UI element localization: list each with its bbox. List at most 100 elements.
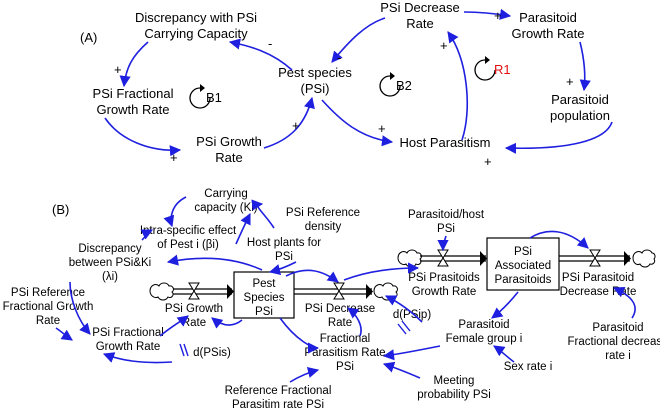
arrow-sexrate-to-female [493, 345, 515, 363]
arrow-fractional-to-growth [104, 117, 182, 157]
loop-b2-label: B2 [396, 78, 412, 93]
polarity-minus: - [268, 36, 272, 51]
arrow-growth-to-population [579, 41, 591, 92]
meeting-label-2: probability PSi [417, 389, 491, 401]
arrow-parasitoidhost-to-growth [437, 235, 449, 252]
arrow-growth-to-pest [263, 96, 315, 149]
polarity-plus: + [378, 121, 386, 136]
polarity-plus: + [440, 38, 448, 53]
parasitoid-growth-label-1: Parasitoid [519, 10, 577, 25]
decrease-b-label-1: PSi Decrease [305, 303, 375, 315]
reference-density-label-1: PSi Reference [286, 207, 360, 219]
arrow-carrying-to-intra [163, 196, 187, 228]
polarity-plus: + [494, 8, 502, 23]
growth-b-label-1: PSi Growth [165, 303, 223, 315]
fractional-decrease-label-1: Parasitoid [592, 322, 643, 334]
parasitoid-pop-label-1: Parasitoid [551, 92, 609, 107]
arrow-associated-to-female [491, 291, 519, 319]
arrow-female-to-parasitism-rate [382, 345, 441, 361]
arrow-intra-to-discrepancy [140, 229, 154, 241]
arrow-refparasitism-to-parasitism-rate [289, 367, 320, 383]
associated-label-1: PSi [514, 246, 532, 258]
pest-stock-label-2: Species [244, 292, 285, 304]
polarity-plus: + [484, 154, 492, 169]
meeting-label-1: Meeting [434, 375, 475, 387]
prasitoids-growth-label-2: Growth Rate [412, 286, 477, 298]
intra-label-2: of Pest i (βi) [157, 239, 219, 251]
arrow-decrease-to-parasitoid-growth [463, 8, 512, 20]
arrow-parasitism-to-decrease [447, 31, 469, 141]
delay-psip-label: d(PSip) [393, 309, 432, 321]
polarity-plus: + [566, 74, 574, 89]
fractional-decrease-label-2: Fractional decrease [568, 336, 660, 348]
arrow-discrepancy-to-fractional [119, 41, 149, 88]
growth-label-1: PSi Growth [196, 134, 262, 149]
arrow-pest-to-growth [211, 317, 243, 329]
parasitoid-growth-valve-icon [437, 249, 449, 267]
parasitoid-host-label-2: PSi [437, 223, 455, 235]
loop-b1-icon [189, 87, 211, 109]
parasitoid-decrease-label-1: PSi Parasitoid [562, 272, 634, 284]
parasitism-rate-label-2: Parasitism Rate [304, 347, 385, 359]
delay-mark-psip [401, 320, 411, 332]
fractional-b-label-1: PSi Fractional [92, 327, 164, 339]
loop-r1-arrowhead-icon [485, 56, 490, 64]
pest-stock-box [233, 271, 295, 319]
arrow-delay-to-fractional [102, 352, 173, 364]
parasitoid-decrease-arrow-icon [624, 251, 631, 266]
delay-mark-psip [397, 323, 407, 335]
host-parasitism-label: Host Parasitism [399, 135, 490, 150]
panel-b-tag: (B) [52, 202, 69, 217]
loop-b1-label: B1 [206, 90, 222, 105]
associated-parasitoids-box [486, 237, 560, 291]
parasitoid-sink-cloud-icon [632, 249, 656, 268]
ref-fractional-label-1: PSi Reference [11, 287, 85, 299]
parasitoid-pop-label-2: population [550, 108, 610, 123]
arrow-intra-to-carrying [235, 212, 251, 245]
arrow-decrease-to-parasitoid-growth [343, 262, 420, 281]
polarity-plus: + [170, 150, 178, 165]
growth-source-cloud-icon [149, 282, 174, 301]
fractional-decrease-label-3: rate i [605, 350, 631, 362]
pest-species-label-1: Pest species [278, 65, 352, 80]
arrow-pest-to-discrepancy [228, 38, 293, 71]
pest-stock-label-3: PSi [255, 306, 273, 318]
female-group-label-1: Parasitoid [458, 319, 509, 331]
arrow-decrease-to-pest [331, 17, 386, 63]
arrow-fractional-decrease-to-decrease [612, 286, 636, 319]
arrow-meeting-to-parasitism-rate [382, 361, 421, 379]
panel-a-tag: (A) [80, 30, 97, 45]
delay-mark-psis [183, 343, 189, 357]
fractional-label-2: Growth Rate [97, 102, 170, 117]
arrow-pest-to-decrease [285, 269, 339, 283]
arrow-pest-to-parasitism [321, 99, 394, 147]
parasitism-rate-label-1: Fractional [320, 333, 371, 345]
prasitoids-growth-label-1: PSi Prasitoids [408, 272, 480, 284]
discrepancy-b-label-3: (λi) [102, 271, 118, 283]
polarity-minus: - [337, 50, 341, 65]
decrease-b-label-2: Rate [328, 317, 352, 329]
arrow-delay-psip [384, 295, 423, 323]
growth-valve-icon [188, 282, 200, 300]
arrow-discrepancy-to-fractional [69, 281, 91, 335]
discrepancy-b-label-2: between PSi&Ki [69, 257, 151, 269]
intra-label-1: Intra-specific effect [140, 225, 237, 237]
arrow-parasitism-rate-to-decrease [347, 307, 362, 337]
associated-label-3: Parasitoids [495, 274, 552, 286]
polarity-plus: + [292, 118, 300, 133]
decrease-label-1: PSi Decrease [380, 0, 459, 15]
loop-r1-label: R1 [494, 62, 511, 77]
sex-rate-label: Sex rate i [504, 361, 553, 373]
parasitoid-source-cloud-icon [397, 249, 422, 268]
decrease-label-2: Rate [406, 16, 433, 31]
parasitoid-growth-arrow-icon [480, 251, 487, 266]
arrow-pest-to-parasitism-rate [279, 317, 320, 354]
growth-b-label-2: Rate [182, 317, 206, 329]
loop-b2-arrowhead-icon [390, 72, 395, 80]
associated-label-2: Associated [495, 260, 551, 272]
fractional-label-1: PSi Fractional [93, 86, 174, 101]
host-plants-label-2: PSi [275, 251, 293, 263]
decrease-flow-arrow-icon [366, 284, 373, 299]
parasitoid-host-label-1: Parasitoid/host [408, 209, 485, 221]
